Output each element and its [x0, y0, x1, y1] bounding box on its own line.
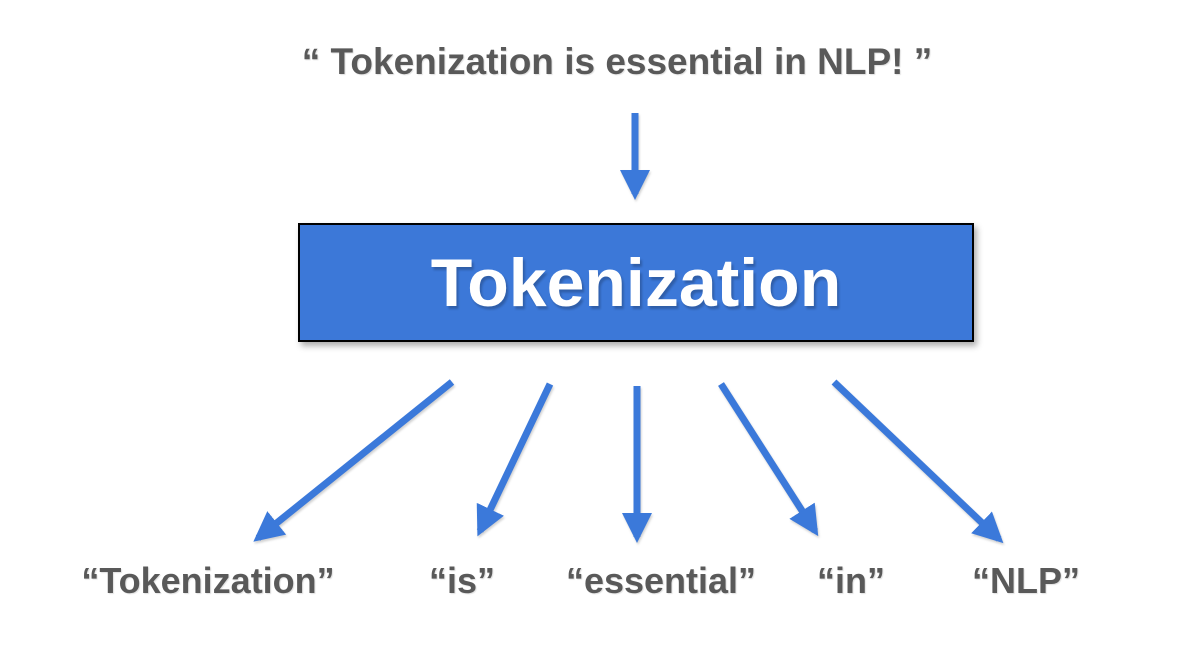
input-sentence-text: “ Tokenization is essential in NLP! ” — [301, 41, 933, 82]
tokenization-box-label: Tokenization — [430, 244, 842, 321]
token-essential: “essential” — [565, 560, 757, 601]
arrow-to-token-in — [718, 382, 819, 537]
arrow-to-token-tokenization — [253, 379, 455, 542]
token-nlp: “NLP” — [972, 560, 1080, 601]
token-is: “is” — [428, 560, 496, 601]
tokenization-process-box: Tokenization — [298, 223, 974, 342]
token-in: “in” — [817, 560, 885, 601]
arrow-to-token-is — [476, 382, 554, 537]
arrow-to-token-nlp — [831, 379, 1004, 544]
token-tokenization: “Tokenization” — [81, 560, 335, 601]
